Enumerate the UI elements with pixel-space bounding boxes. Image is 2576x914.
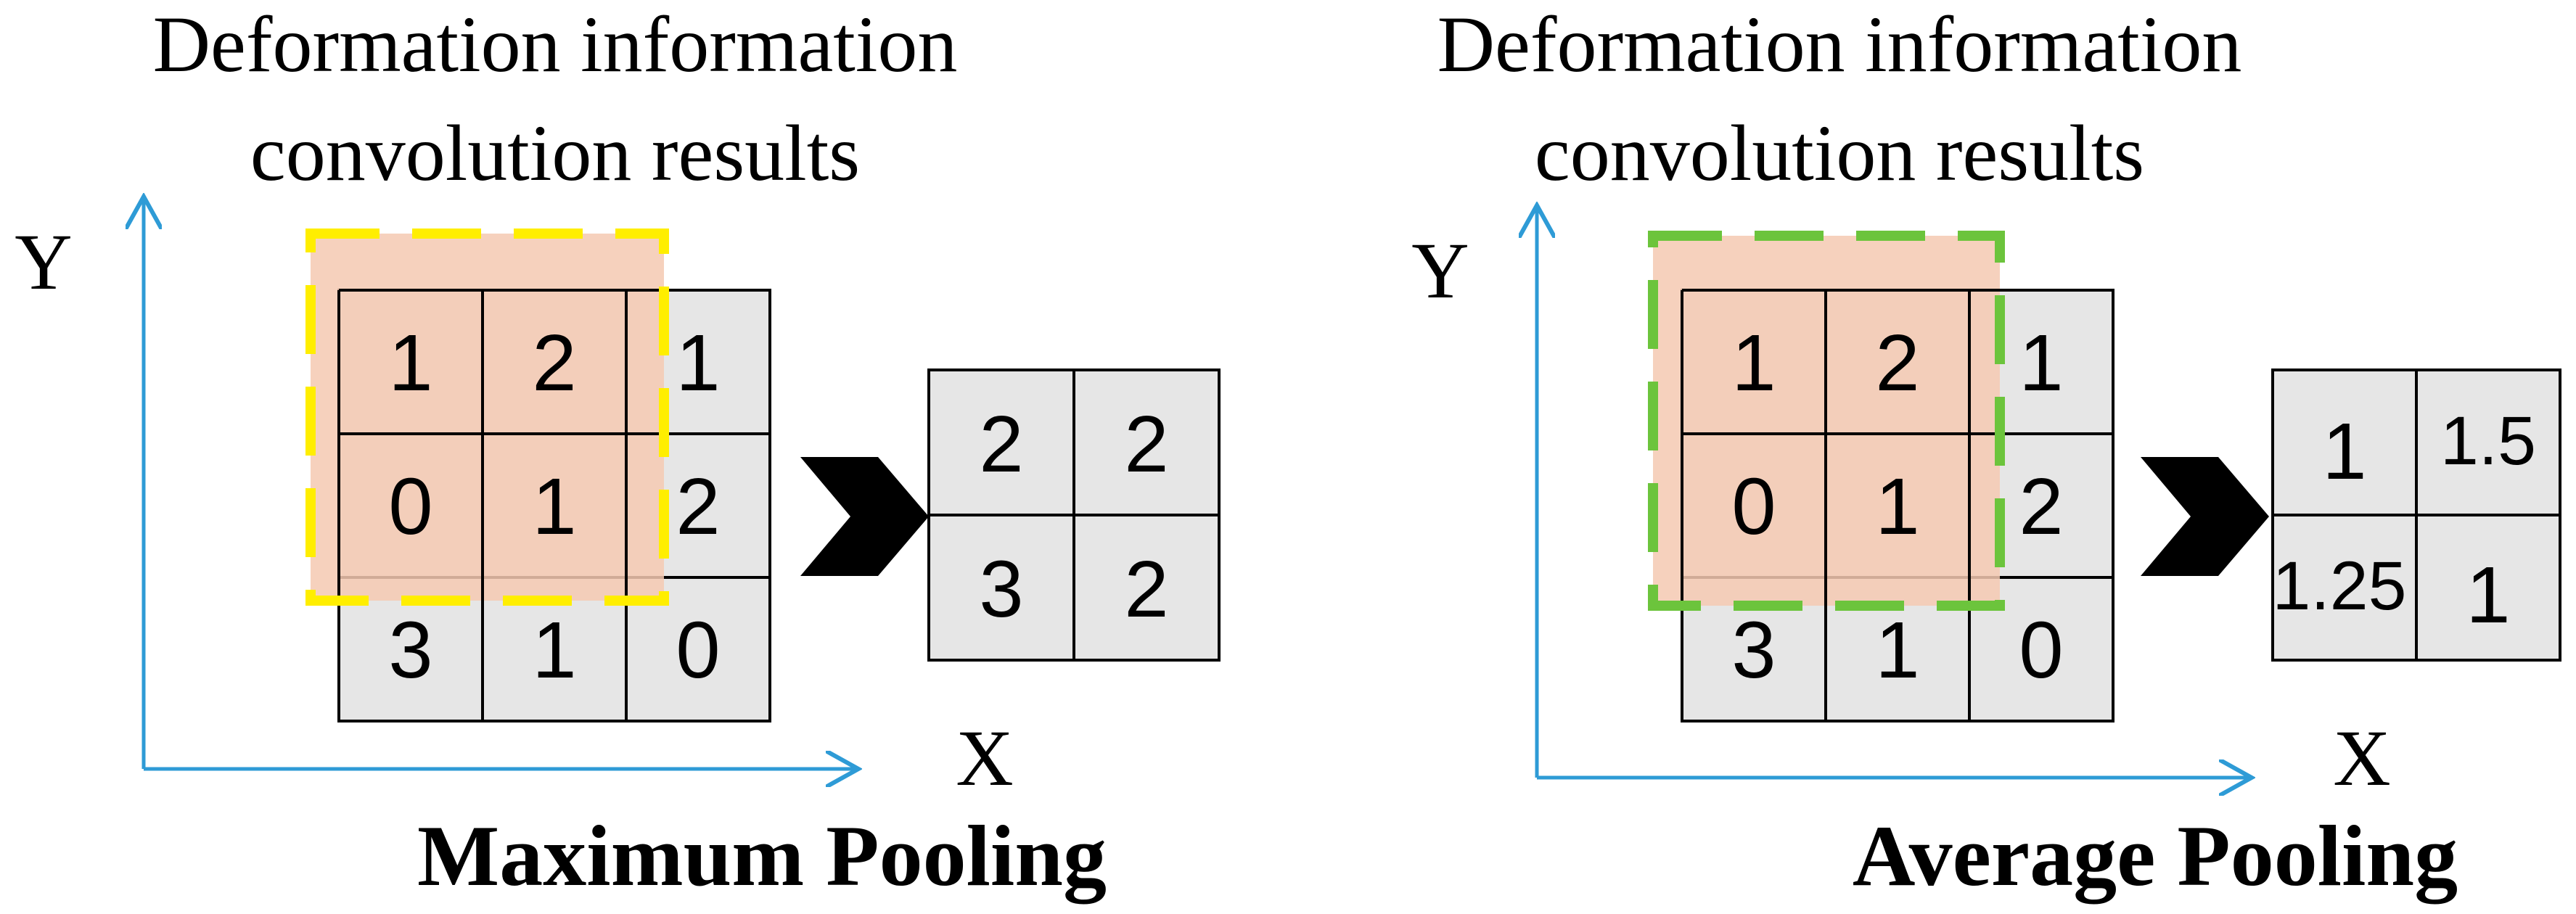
- panel-title-line1: Deformation information: [153, 0, 958, 88]
- chevron-right-icon: [800, 457, 929, 576]
- output-grid: [2271, 369, 2561, 662]
- grid-value: 0: [676, 606, 720, 695]
- output-value: 1: [2322, 407, 2366, 496]
- grid-cell: [1072, 369, 1221, 516]
- panel-title-line2: convolution results: [250, 109, 860, 197]
- grid-value: 1: [676, 318, 720, 408]
- grid-value: 1: [388, 318, 432, 408]
- pooling-window-border: [1648, 231, 2005, 611]
- panel-caption: Maximum Pooling: [417, 807, 1107, 905]
- grid-value: 1: [532, 462, 576, 551]
- y-axis-label: Y: [1411, 226, 1469, 315]
- grid-cell: [2271, 369, 2418, 516]
- input-values: 1 2 1 0 1 2 3 1 0: [1731, 318, 2063, 695]
- grid-value: 1: [1875, 606, 1919, 695]
- panel-average-pooling: Deformation information convolution resu…: [1411, 0, 2561, 905]
- grid-value: 1: [2019, 318, 2063, 408]
- grid-value: 3: [1731, 606, 1776, 695]
- grid-value: 1: [532, 606, 576, 695]
- grid-value: 1: [1875, 462, 1919, 551]
- grid-cell: [2271, 514, 2418, 662]
- window-grid-lines: [1681, 289, 2000, 606]
- output-value: 2: [979, 400, 1023, 489]
- input-values: 1 2 1 0 1 2 3 1 0: [388, 318, 720, 695]
- panel-caption: Average Pooling: [1853, 807, 2458, 905]
- output-grid: [927, 369, 1221, 662]
- grid-value: 2: [532, 318, 576, 408]
- x-axis-label: X: [2333, 714, 2390, 802]
- output-values: 1 1.5 1.25 1: [2273, 403, 2536, 640]
- pooling-window-highlight: [311, 234, 664, 601]
- grid-cell: [2415, 369, 2561, 516]
- grid-cell: [927, 514, 1075, 662]
- grid-value: 0: [388, 462, 432, 551]
- grid-value: 1: [1731, 318, 1776, 408]
- window-grid-lines: [337, 289, 664, 601]
- panel-title-line1: Deformation information: [1437, 0, 2242, 88]
- grid-value: 0: [2019, 606, 2063, 695]
- grid-cell: [1072, 514, 1221, 662]
- y-axis-label: Y: [15, 218, 72, 306]
- panel-title-line2: convolution results: [1535, 109, 2144, 197]
- output-value: 2: [1124, 545, 1168, 634]
- output-value: 1.5: [2440, 403, 2536, 479]
- grid-value: 2: [1875, 318, 1919, 408]
- pooling-window-border: [305, 228, 669, 606]
- grid-cell: [927, 369, 1075, 516]
- output-value: 1: [2466, 551, 2510, 640]
- grid-cell: [2415, 514, 2561, 662]
- chevron-right-icon: [2141, 457, 2269, 576]
- grid-value: 3: [388, 606, 432, 695]
- output-values: 2 2 3 2: [979, 400, 1168, 634]
- x-axis-label: X: [956, 714, 1013, 802]
- output-value: 3: [979, 545, 1023, 634]
- output-value: 2: [1124, 400, 1168, 489]
- grid-value: 2: [676, 462, 720, 551]
- panel-max-pooling: Deformation information convolution resu…: [15, 0, 1221, 905]
- output-value: 1.25: [2273, 548, 2407, 625]
- grid-value: 0: [1731, 462, 1776, 551]
- grid-value: 2: [2019, 462, 2063, 551]
